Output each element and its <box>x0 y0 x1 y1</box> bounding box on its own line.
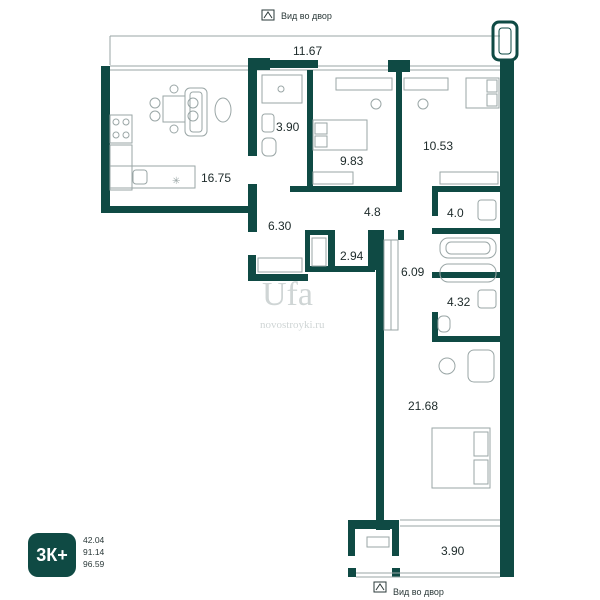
view-icon <box>373 581 387 593</box>
room-area-bedroom-master: 21.68 <box>408 399 438 413</box>
view-icon <box>261 9 275 21</box>
shower-icon <box>261 74 303 104</box>
total-area: 91.14 <box>83 547 105 557</box>
room-area-bathroom-3: 4.32 <box>447 295 471 309</box>
bathtub-icon <box>439 237 497 259</box>
armchair-icon <box>214 97 232 123</box>
room-area-storage: 2.94 <box>340 249 364 263</box>
room-area-balcony-bottom: 3.90 <box>441 544 465 558</box>
fridge-icon: ✳ <box>172 176 180 187</box>
wardrobe-icon <box>383 239 399 331</box>
bed-icon <box>465 77 500 109</box>
armchair-icon <box>438 349 495 383</box>
stove-icon <box>109 114 133 144</box>
sofa-icon <box>184 87 208 137</box>
bed-icon <box>312 119 368 151</box>
view-label-bottom: Вид во двор <box>393 587 444 597</box>
sink-icon <box>477 289 497 309</box>
kitchen-counter <box>109 144 133 191</box>
balcony-bottom <box>356 519 500 578</box>
total-living-area: 42.04 <box>83 535 105 545</box>
walls <box>101 58 514 577</box>
sink-icon <box>477 199 497 221</box>
sink-icon <box>261 113 275 133</box>
radiator-icon <box>491 20 519 62</box>
view-label-top: Вид во двор <box>281 11 332 21</box>
room-area-bathroom-2: 4.0 <box>447 206 464 220</box>
toilet-icon <box>437 315 451 333</box>
radiator-icon <box>257 257 303 273</box>
room-area-bedroom-2: 10.53 <box>423 139 453 153</box>
total-area-with-balconies: 96.59 <box>83 559 105 569</box>
radiator-icon <box>439 171 499 185</box>
desk-icon <box>403 77 449 110</box>
desk-icon <box>335 77 393 110</box>
watermark-main: Ufa <box>262 276 313 313</box>
kitchen-counter-bottom <box>109 165 196 189</box>
room-area-corridor-2: 6.09 <box>401 265 425 279</box>
room-area-corridor: 4.8 <box>364 205 381 219</box>
room-area-bedroom-1: 9.83 <box>340 154 364 168</box>
room-area-kitchen-living: 16.75 <box>201 171 231 185</box>
apartment-type-badge: 3К+ <box>28 533 76 577</box>
room-area-bathroom-1: 3.90 <box>276 120 300 134</box>
radiator-icon <box>312 171 354 185</box>
room-area-hall: 6.30 <box>268 219 292 233</box>
apartment-totals: 42.04 91.14 96.59 <box>83 534 104 570</box>
room-area-balcony-top: 11.67 <box>293 44 322 58</box>
radiator-icon <box>366 536 390 548</box>
storage-shelf <box>311 237 327 267</box>
bed-icon <box>431 427 491 489</box>
bathtub-icon <box>439 263 497 283</box>
toilet-icon <box>261 137 277 157</box>
watermark-sub: novostroyki.ru <box>260 319 325 331</box>
sink-icon <box>132 169 148 185</box>
